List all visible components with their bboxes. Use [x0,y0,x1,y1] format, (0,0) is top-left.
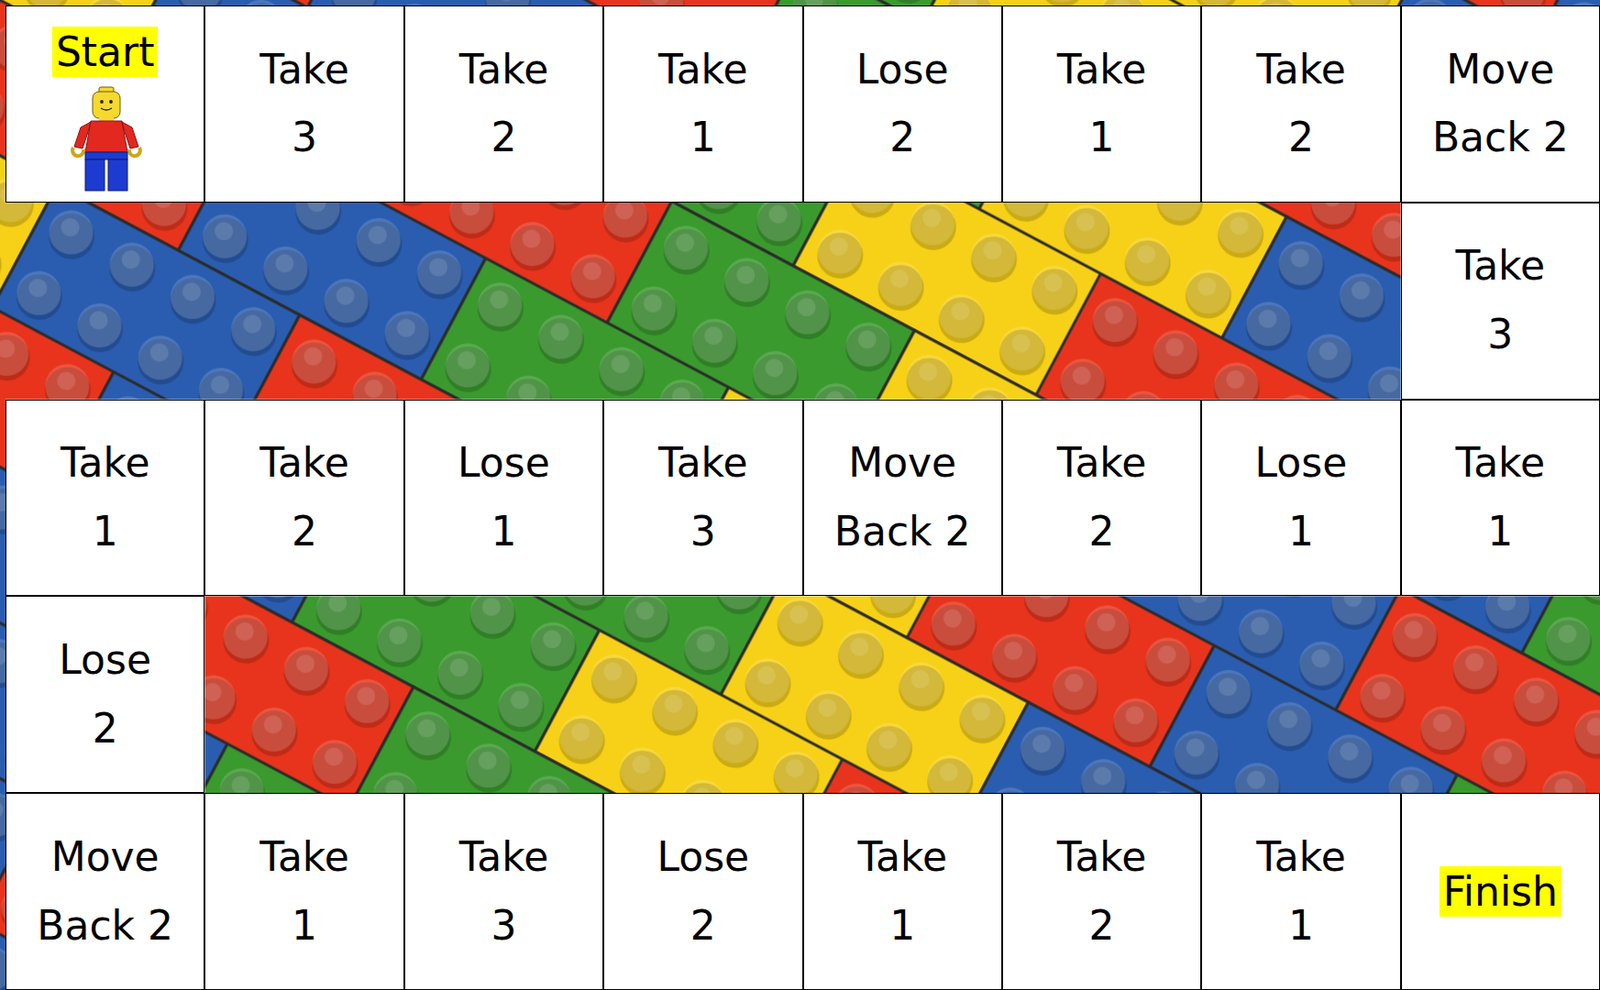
space-ground [5,5,1600,203]
board-space: Lose 2 [5,595,205,794]
space-label: Take 1 [49,429,162,567]
space-label: Lose 2 [647,823,760,961]
space-ground [1401,202,1600,400]
board-space: Take 1 [5,399,205,597]
space-label: Take 1 [1245,823,1358,961]
board-space: Lose 2 [603,793,803,990]
board-space: Take 3 [204,5,404,203]
space-label: Take 2 [447,35,560,174]
lego-figure [72,87,141,191]
board-space: Take 1 [1201,793,1401,990]
space-label: Lose 2 [846,35,959,174]
space-label: Take 2 [1245,35,1358,174]
board-space: Take 1 [1002,5,1202,203]
board-space: Take 2 [1002,793,1202,990]
board-space: Take 2 [1002,399,1202,597]
space-label: Take 3 [447,823,560,961]
board-space: Lose 1 [1201,399,1401,597]
space-label: Take 1 [1046,35,1159,174]
space-label: Move Back 2 [11,823,199,961]
space-label: Lose 1 [1245,429,1358,567]
board-space: Take 2 [204,399,404,597]
board-space: Take 3 [404,793,604,990]
space-label: Move Back 2 [808,429,997,567]
space-ground [5,793,1600,990]
board-space: Move Back 2 [5,793,205,990]
board-space: Take 2 [404,5,604,203]
space-label: Take 1 [248,823,361,961]
start-space: Start [5,5,205,203]
board-space: Take 1 [1401,399,1600,597]
space-label: Take 2 [1046,823,1159,961]
space-label: Take 1 [647,35,760,174]
board-space: Lose 2 [803,5,1003,203]
space-label: Lose 2 [49,626,162,764]
space-label: Take 2 [1046,429,1159,567]
space-label: Move Back 2 [1406,35,1595,174]
finish-label: Finish [1439,866,1562,917]
board-space: Take 3 [603,399,803,597]
finish-space: Finish [1401,793,1600,990]
space-ground [5,595,205,794]
space-label: Take 1 [1444,429,1556,567]
board-space: Take 3 [1401,202,1600,400]
space-label: Take 1 [846,823,959,961]
space-label: Take 3 [647,429,760,567]
board-space: Take 1 [603,5,803,203]
board-space: Move Back 2 [1401,5,1600,203]
start-label: Start [52,26,159,78]
space-label: Take 2 [248,429,361,567]
board-space: Take 1 [204,793,404,990]
board-space: Take 2 [1201,5,1401,203]
space-ground [5,399,1600,597]
space-label: Lose 1 [447,429,560,567]
space-label: Take 3 [1444,231,1556,370]
board-space: Lose 1 [404,399,604,597]
board-space: Move Back 2 [803,399,1003,597]
board-space: Take 1 [803,793,1003,990]
space-label: Take 3 [248,35,361,174]
